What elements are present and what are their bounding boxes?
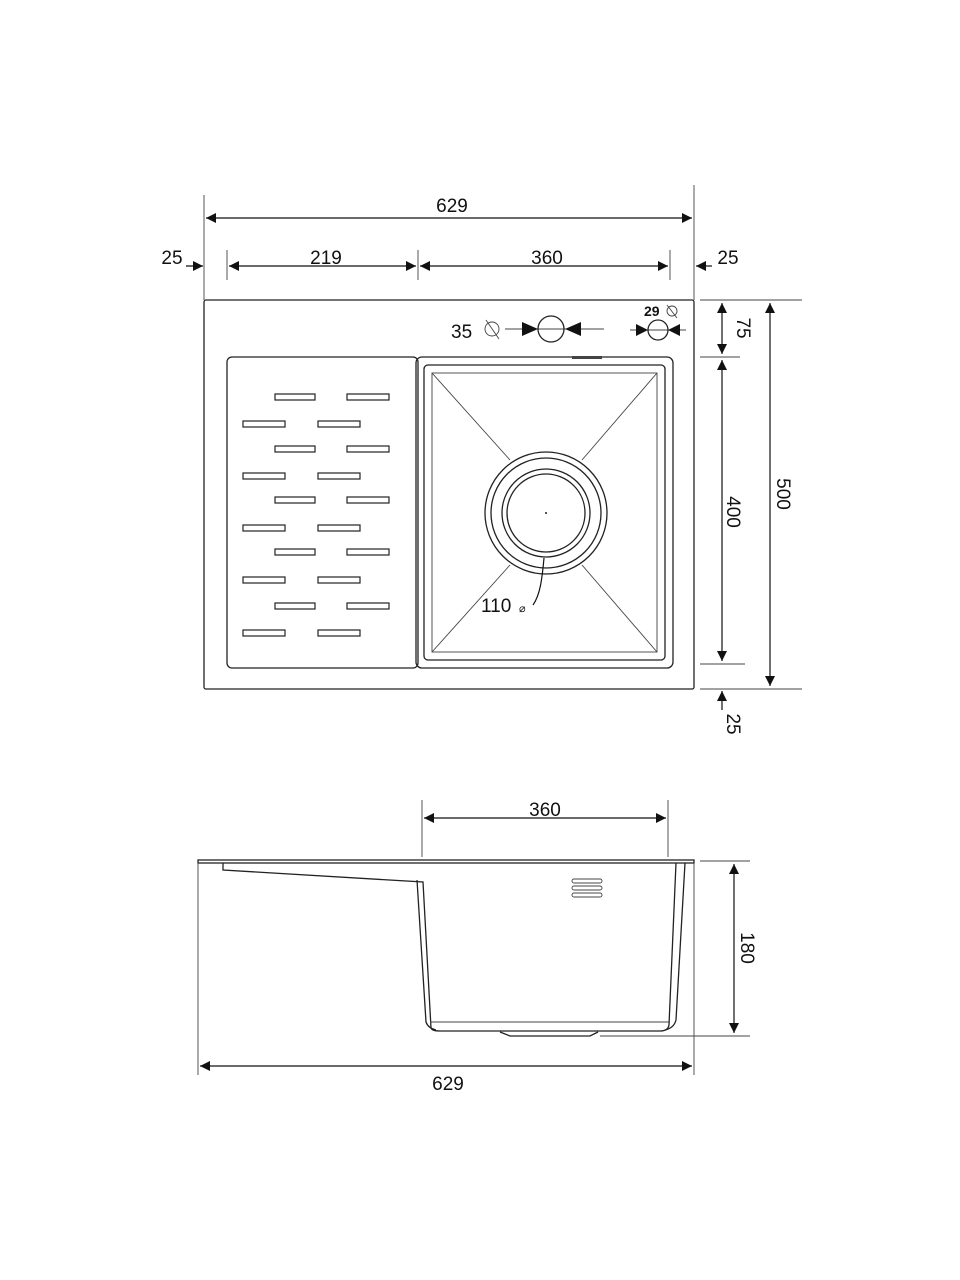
diameter-symbol: ⌀ — [519, 603, 526, 615]
label-overall-depth: 500 — [772, 478, 793, 510]
diameter-icon — [484, 319, 500, 340]
drainer-slot — [242, 576, 286, 584]
drainer-slot — [317, 420, 361, 428]
label-drain-diameter: 110 — [481, 596, 511, 617]
drainer-slot — [274, 393, 316, 401]
drainer-slot — [274, 445, 316, 453]
overflow-slot-icon — [571, 878, 603, 898]
drainer-slot — [274, 602, 316, 610]
label-overall-width-side: 629 — [432, 1074, 464, 1095]
top-view: 629 25 219 360 25 — [161, 185, 802, 735]
label-bowl-depth: 180 — [736, 932, 757, 964]
label-overflow-hole: 29 — [644, 303, 660, 319]
label-right-margin: 25 — [717, 248, 738, 269]
drain — [484, 451, 608, 606]
label-left-margin: 25 — [161, 248, 182, 269]
drainer-slot — [346, 548, 390, 556]
drainer-slot — [317, 629, 361, 637]
label-bottom-margin: 25 — [722, 713, 743, 734]
label-overall-width: 629 — [436, 196, 468, 217]
label-drainer-width: 219 — [310, 248, 342, 269]
drainer-slot — [346, 496, 390, 504]
label-tap-hole: 35 — [451, 322, 472, 343]
drainer-slot — [346, 445, 390, 453]
tap-hole: 35 — [451, 315, 604, 343]
drainer-slot — [317, 524, 361, 532]
sink-profile — [197, 859, 695, 1075]
drainer-slot — [242, 472, 286, 480]
side-view: 360 180 629 — [197, 800, 757, 1095]
diameter-icon — [666, 304, 678, 319]
drainer-slot — [346, 393, 390, 401]
drainer-slot — [242, 420, 286, 428]
label-bowl-length: 400 — [722, 496, 743, 528]
drainer-slot — [274, 548, 316, 556]
drainer-slot — [242, 629, 286, 637]
label-bowl-width: 360 — [531, 248, 563, 269]
drainer-slot — [274, 496, 316, 504]
drainer-slot — [346, 602, 390, 610]
overflow-hole: 29 — [630, 303, 686, 341]
label-top-margin: 75 — [732, 317, 753, 338]
label-bowl-width-side: 360 — [529, 800, 561, 821]
sink-outline — [203, 299, 695, 690]
bowl — [415, 356, 674, 669]
drainer-slot — [317, 576, 361, 584]
drainer-slot — [242, 524, 286, 532]
drainer-slot — [317, 472, 361, 480]
drainer-slots — [242, 393, 390, 637]
drainer-area — [226, 356, 419, 669]
